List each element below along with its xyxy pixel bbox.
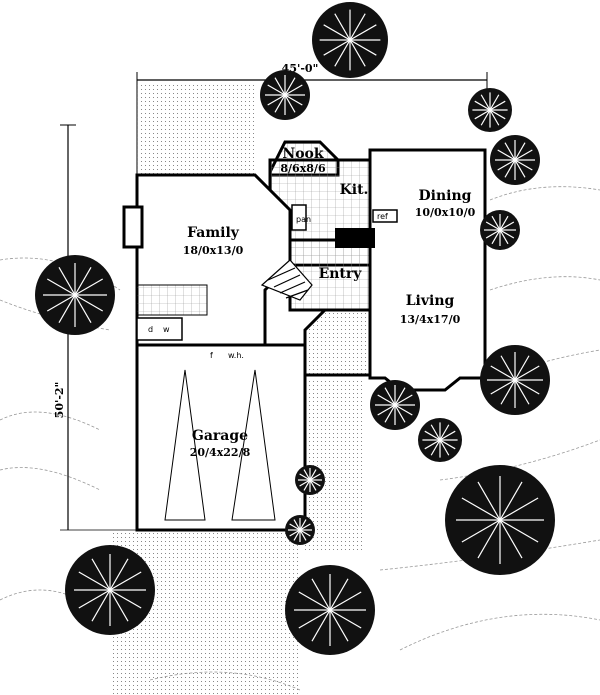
water-heater-label: w.h.: [228, 351, 244, 360]
tree-icon: [490, 135, 540, 185]
entry-label: Entry: [319, 266, 363, 282]
tree-icon: [445, 465, 555, 575]
landscaping-trees: [35, 2, 555, 655]
tree-icon: [468, 88, 512, 132]
tree-icon: [35, 255, 115, 335]
nook-size: 8/6x8/6: [280, 162, 326, 175]
fireplace: [122, 205, 144, 249]
tree-icon: [285, 565, 375, 655]
pantry-label: pan: [296, 215, 311, 224]
tree-icon: [480, 345, 550, 415]
living-label: Living: [406, 293, 455, 309]
patio: [137, 85, 257, 175]
tree-icon: [260, 70, 310, 120]
dining-living-room: [368, 148, 487, 392]
entry-porch: [303, 308, 372, 377]
refrigerator-label: ref: [377, 212, 388, 221]
tree-icon: [370, 380, 420, 430]
dryer-label: d: [148, 325, 153, 334]
tree-icon: [480, 210, 520, 250]
kitchen-range: [335, 228, 375, 248]
tree-icon: [312, 2, 388, 78]
garage-parking: [164, 369, 276, 521]
tree-icon: [65, 545, 155, 635]
staircase: [260, 259, 313, 301]
kitchen-label: Kit.: [340, 182, 369, 198]
furnace-label: f: [210, 351, 213, 360]
dining-label: Dining: [419, 188, 472, 204]
nook-label: Nook: [282, 146, 323, 162]
tree-icon: [418, 418, 462, 462]
tree-icon: [285, 515, 315, 545]
depth-dimension-label: 50'-2": [53, 382, 66, 419]
utility-area: [136, 284, 208, 316]
garage-size: 20/4x22/8: [190, 446, 251, 459]
family-size: 18/0x13/0: [183, 244, 244, 257]
pantry: [291, 204, 307, 231]
laundry-counter: [136, 317, 183, 341]
family-label: Family: [187, 225, 240, 241]
refrigerator: [372, 209, 398, 223]
garage-room: [135, 343, 307, 532]
washer-label: w: [163, 325, 170, 334]
front-walk: [305, 380, 365, 550]
dining-size: 10/0x10/0: [415, 206, 476, 219]
tree-icon: [295, 465, 325, 495]
living-size: 13/4x17/0: [400, 313, 461, 326]
garage-label: Garage: [192, 428, 248, 444]
